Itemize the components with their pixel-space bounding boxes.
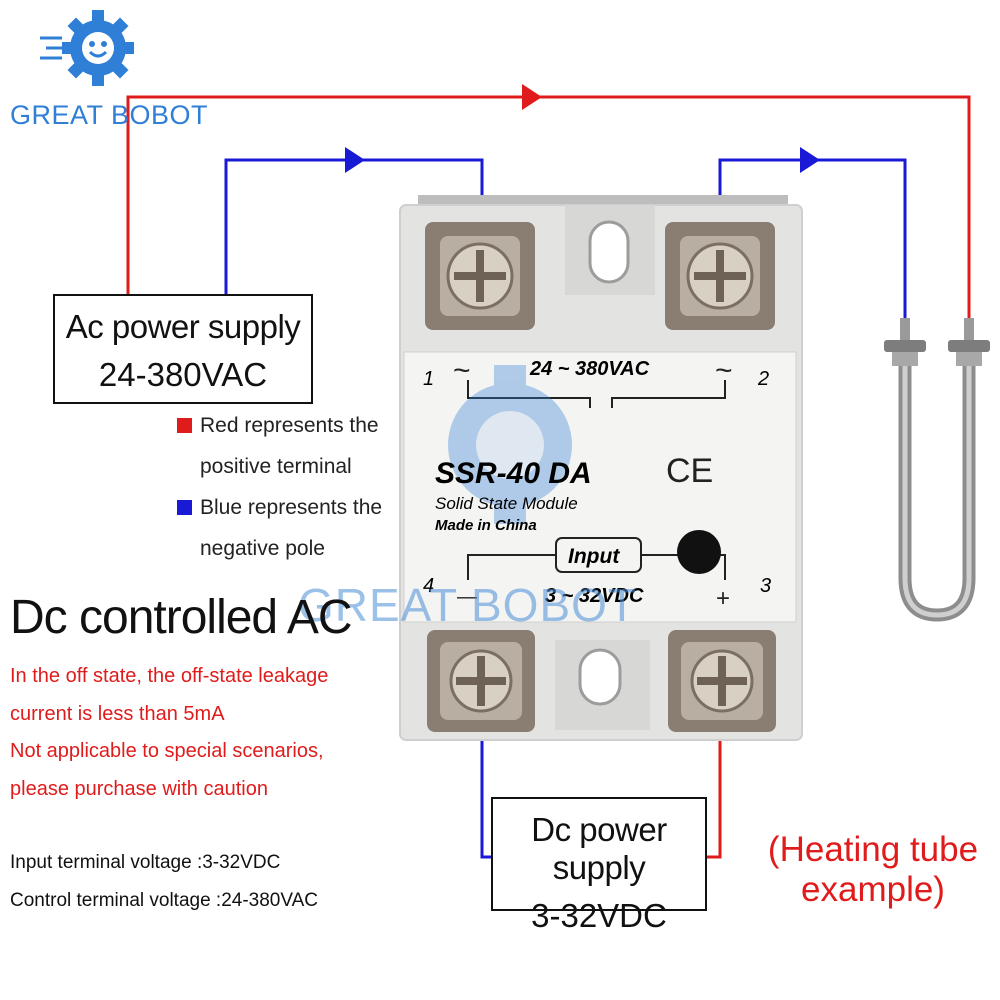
plus-symbol: +: [716, 585, 730, 612]
page-heading: Dc controlled AC: [10, 591, 352, 644]
input-label: Input: [568, 545, 620, 568]
spec-line: Input terminal voltage :3-32VDC: [10, 852, 281, 873]
terminal-screw: [668, 630, 776, 732]
dc-supply-title: Dc power supply: [531, 811, 667, 886]
ac-symbol-left: ~: [453, 354, 471, 387]
caption-line1: (Heating tube: [767, 830, 979, 869]
ac-supply-title: Ac power supply: [65, 308, 301, 345]
terminal-screw: [665, 222, 775, 330]
dc-range-label: 3 ~ 32VDC: [545, 585, 644, 607]
model-label: SSR-40 DA: [435, 457, 592, 490]
note-line: Not applicable to special scenarios,: [10, 740, 324, 762]
terminal-4-label: 4: [423, 575, 434, 597]
red-arrow-icon: [522, 84, 542, 110]
ac-symbol-right: ~: [715, 354, 733, 387]
heating-tube-caption: (Heating tube example): [748, 830, 998, 911]
legend-blue-line2: negative pole: [200, 537, 325, 560]
note-line: current is less than 5mA: [10, 703, 225, 725]
caption-line2: example): [801, 870, 945, 910]
legend-red-line1: Red represents the: [200, 414, 379, 437]
watermark: GREAT BOBOT: [298, 579, 638, 631]
terminal-2-label: 2: [757, 368, 769, 390]
ac-positive-wire: [126, 95, 971, 318]
note-line: please purchase with caution: [10, 778, 268, 800]
note-line: In the off state, the off-state leakage: [10, 665, 329, 687]
red-legend-swatch: [177, 418, 192, 433]
terminal-1-label: 1: [423, 368, 434, 390]
legend-red-line2: positive terminal: [200, 455, 352, 478]
legend-blue-line1: Blue represents the: [200, 496, 383, 519]
blue-legend-swatch: [177, 500, 192, 515]
terminal-screw: [427, 630, 535, 732]
ac-supply-voltage: 24-380VAC: [98, 356, 268, 393]
dc-negative-wire: [480, 695, 491, 859]
ce-mark: CE: [666, 452, 713, 490]
gear-logo-icon: [40, 10, 134, 86]
dc-positive-wire: [703, 695, 722, 859]
blue-arrow-icon: [345, 147, 365, 173]
dc-power-supply-box: Dc power supply 3-32VDC: [491, 797, 707, 934]
ac-power-supply-box: Ac power supply 24-380VAC: [53, 294, 313, 404]
terminal-screw: [425, 222, 535, 330]
ssr-module: [399, 195, 803, 741]
dc-supply-voltage: 3-32VDC: [531, 897, 667, 934]
spec-line: Control terminal voltage :24-380VAC: [10, 890, 319, 911]
blue-arrow-icon: [800, 147, 820, 173]
minus-symbol: —: [457, 586, 477, 608]
heating-tube: [884, 318, 990, 622]
origin-label: Made in China: [435, 517, 537, 534]
ac-range-label: 24 ~ 380VAC: [529, 358, 650, 380]
brand-name: GREAT BOBOT: [10, 100, 209, 130]
terminal-3-label: 3: [760, 575, 771, 597]
module-type-label: Solid State Module: [435, 494, 578, 513]
